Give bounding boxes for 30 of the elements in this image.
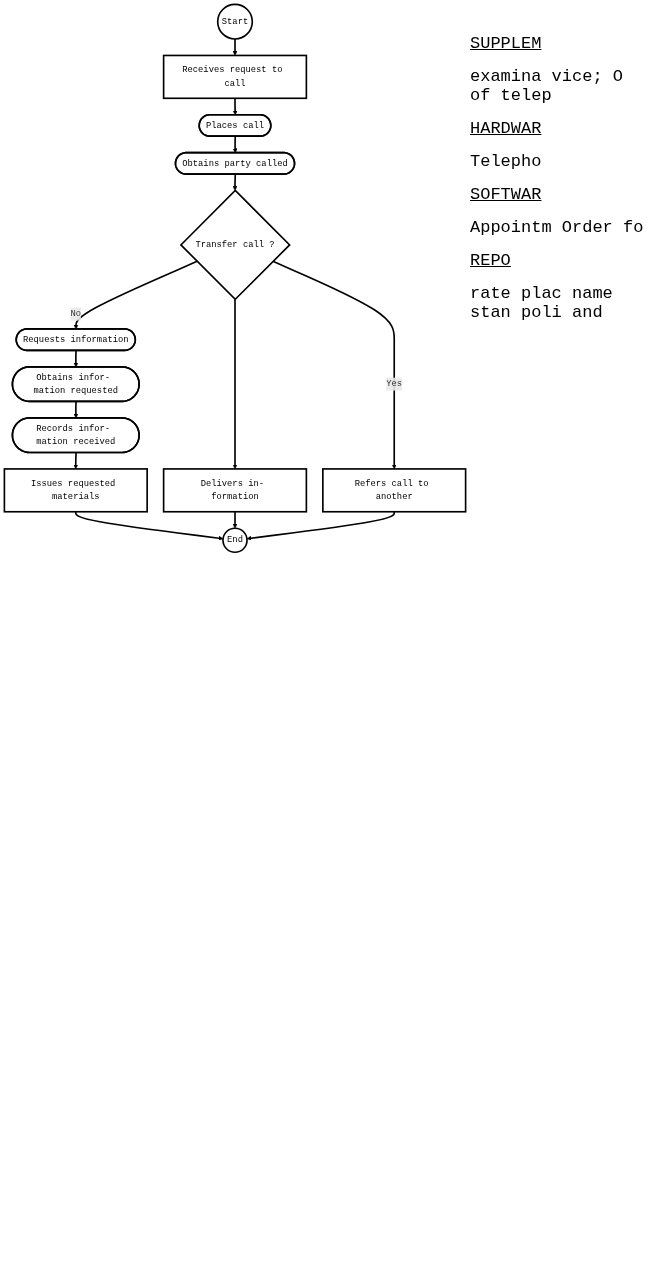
note-text: Appointm Order fo <box>470 218 645 237</box>
note-text: examina vice; O of telep <box>470 67 625 105</box>
arrow <box>232 173 238 191</box>
arrow <box>73 400 79 419</box>
arrow <box>73 349 79 368</box>
arrow <box>232 135 238 154</box>
arrow <box>73 451 79 470</box>
node-circle: Start <box>216 3 254 40</box>
arrow <box>232 38 238 56</box>
arrow <box>246 510 396 541</box>
arrow <box>73 260 198 330</box>
edge-label: No <box>70 309 82 320</box>
section-heading: REPO <box>470 251 512 270</box>
node-box: Refers call to another <box>322 468 467 513</box>
arrow <box>232 298 238 470</box>
node-circle: End <box>222 527 248 554</box>
node-box: Delivers in- formation <box>162 468 308 513</box>
section-heading: HARDWAR <box>470 119 543 138</box>
arrow <box>232 97 238 116</box>
note-text: Telepho <box>470 152 543 171</box>
arrow <box>272 260 397 470</box>
node-diamond: Transfer call ? <box>179 189 291 301</box>
section-heading: SUPPLEM <box>470 34 543 53</box>
section-heading: SOFTWAR <box>470 185 543 204</box>
arrow <box>232 510 238 529</box>
note-text: rate plac name stan poli and <box>470 284 614 322</box>
arrow <box>74 510 224 541</box>
edge-label: Yes <box>386 379 403 390</box>
node-box: Issues requested materials <box>3 468 148 513</box>
node-box: Receives request to call <box>162 54 308 100</box>
